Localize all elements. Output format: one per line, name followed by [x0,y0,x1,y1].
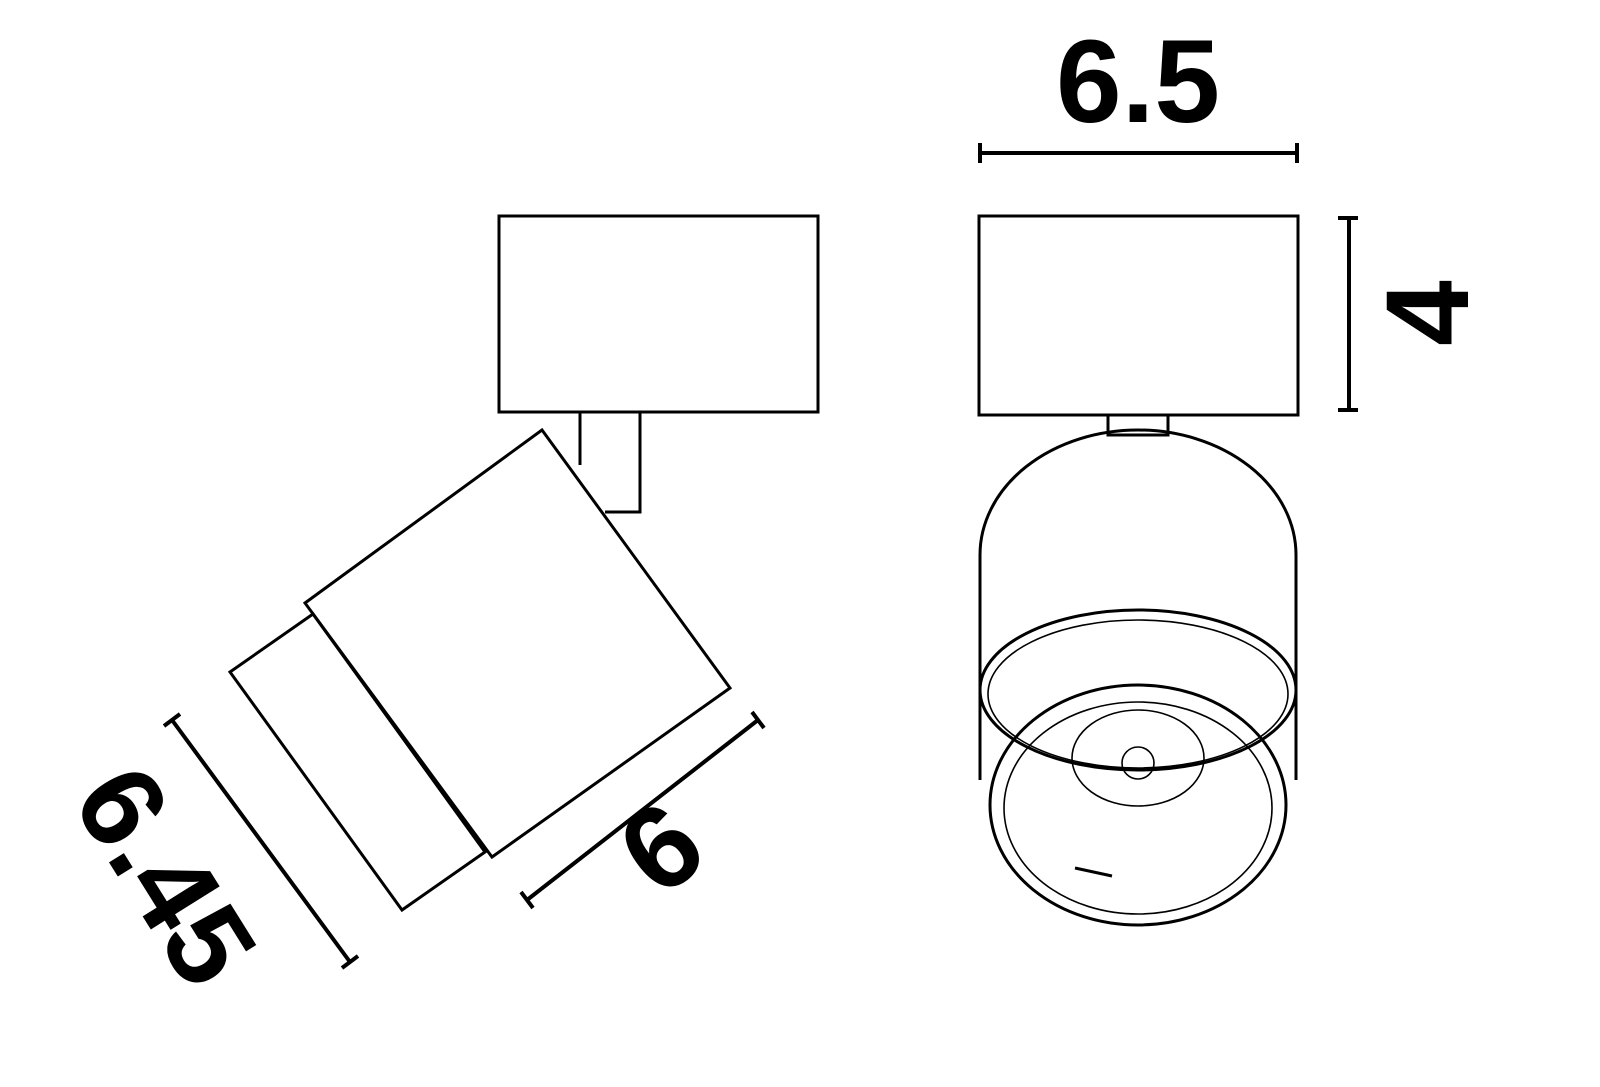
front-view: 6.5 4 [977,16,1494,927]
side-stem [578,412,642,514]
lens-inner [1003,701,1273,915]
front-ring-outer [978,608,1298,772]
front-stem [1106,413,1170,437]
dimension-front-width: 6.5 [978,16,1299,163]
dimension-base-height: 4 [1338,216,1494,412]
side-front-ring [227,611,488,913]
side-body [302,427,733,860]
side-base-box [497,214,820,414]
front-body [978,428,1298,780]
reflector [1071,709,1205,807]
lens-outer [988,683,1288,927]
label-side-height: 6.45 [48,744,282,1009]
led-chip [1121,746,1155,780]
label-base-height: 4 [1362,280,1494,346]
label-side-length: 6 [595,776,728,920]
label-front-width: 6.5 [1056,16,1220,148]
dimension-side-length: 6 [519,710,766,920]
front-ring-inner [987,619,1289,769]
dimension-side-height: 6.45 [48,712,360,1009]
side-view: 6.45 6 [48,214,820,1009]
front-base-box [977,214,1300,417]
lens-mark [1074,866,1113,878]
